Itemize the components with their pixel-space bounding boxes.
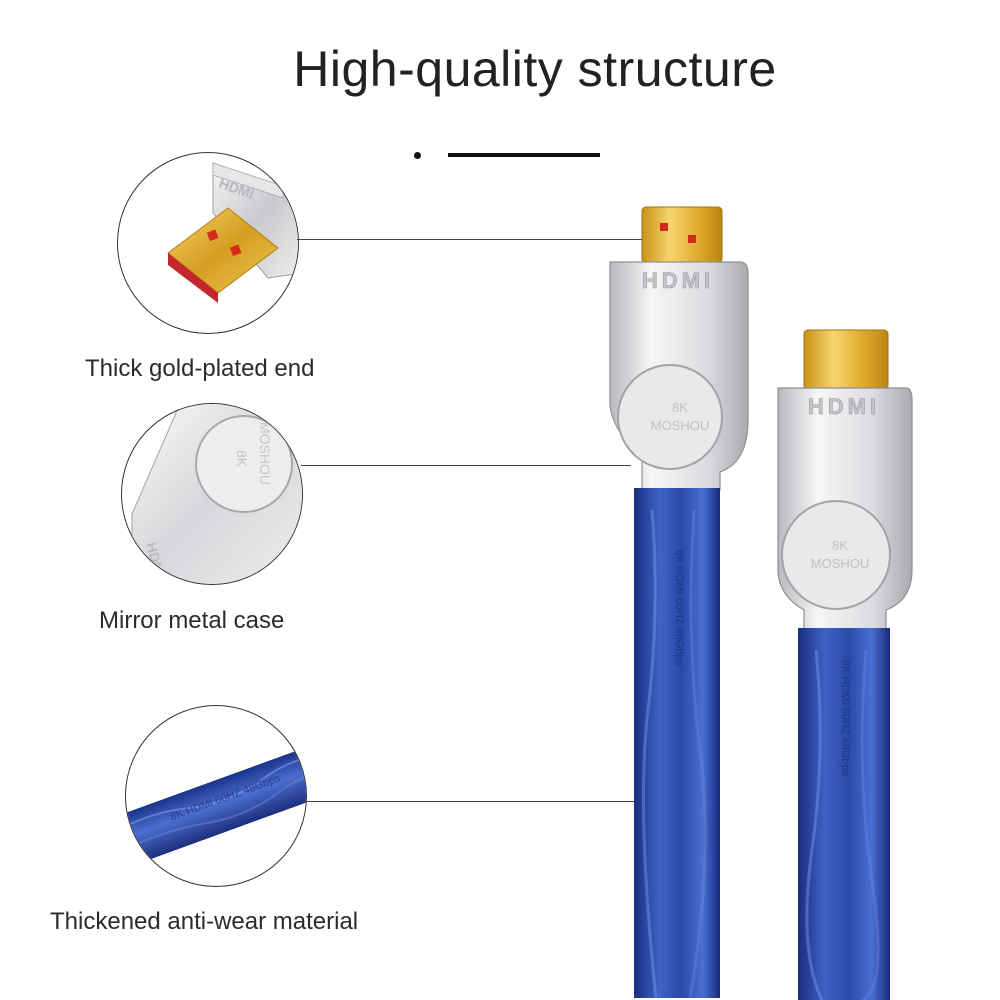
- badge-line-2: MOSHOU: [811, 556, 870, 571]
- cable-print-text: 8K HDMI 60HZ 48Gbps: [839, 660, 851, 777]
- badge-line-1: 8K: [832, 538, 848, 553]
- badge-line-1: 8K: [672, 400, 688, 415]
- gold-plug-right: [803, 329, 889, 391]
- title-decoration-dot: [414, 152, 421, 159]
- connector-right: HDMI 8K MOSHOU 8K HDMI 60HZ 48Gbps: [777, 329, 913, 1000]
- feature-label-cable-material: Thickened anti-wear material: [50, 908, 359, 935]
- cable-right: [798, 628, 890, 1000]
- gold-connector-illustration: HDMI: [167, 162, 298, 303]
- title-decoration-line: [448, 153, 600, 157]
- cable-left: [634, 488, 720, 998]
- badge-disc-right: [781, 500, 891, 610]
- page-title: High-quality structure: [293, 41, 777, 97]
- hdmi-mark: HDMI: [808, 394, 880, 419]
- badge-line-1: 8K: [234, 450, 250, 468]
- gold-plug-left: [641, 206, 723, 264]
- contact-mark: [660, 223, 668, 231]
- connector-left: HDMI 8K MOSHOU 8K HDMI 60HZ 48Gbps: [609, 206, 749, 999]
- metal-case-closeup: MOSHOU 8K HDMI: [121, 403, 303, 585]
- feature-label-metal-case: Mirror metal case: [99, 607, 285, 634]
- hdmi-mark: HDMI: [642, 268, 714, 293]
- feature-label-gold-end: Thick gold-plated end: [85, 355, 315, 382]
- metal-case-illustration: MOSHOU 8K HDMI: [131, 404, 302, 584]
- cable-print-text: 8K HDMI 60HZ 48Gbps: [673, 550, 685, 667]
- contact-mark: [688, 235, 696, 243]
- hdmi-cable-product-image: HDMI 8K MOSHOU 8K HDMI 60HZ 48Gbps HDMI …: [609, 206, 913, 1000]
- callout-line-gold-end: [297, 239, 647, 240]
- gold-end-closeup: HDMI: [117, 152, 299, 334]
- callout-line-metal-case: [301, 465, 631, 466]
- badge-line-2: MOSHOU: [257, 422, 273, 485]
- badge-line-2: MOSHOU: [651, 418, 710, 433]
- callout-line-cable: [305, 801, 645, 802]
- cable-material-closeup: 8K HDMI 60HZ 48Gbps: [125, 705, 307, 887]
- cable-illustration: 8K HDMI 60HZ 48Gbps: [126, 737, 306, 869]
- badge-disc-left: [617, 364, 723, 470]
